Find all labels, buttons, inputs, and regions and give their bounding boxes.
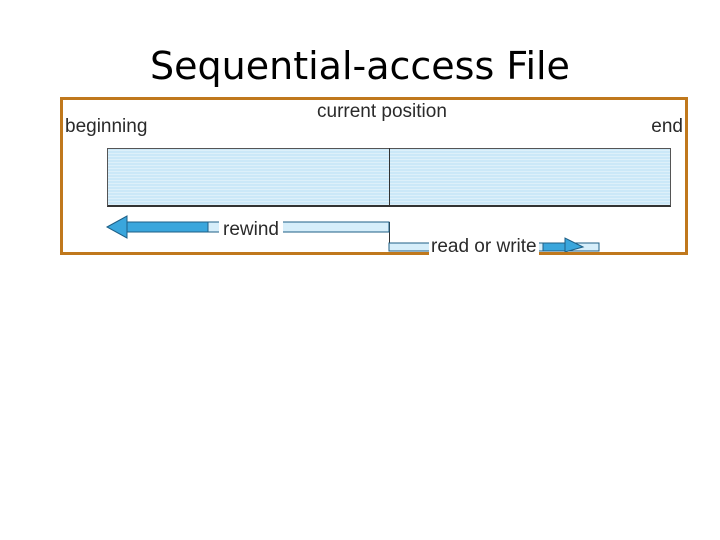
read-or-write-label: read or write	[429, 236, 539, 258]
beginning-label: beginning	[65, 116, 148, 137]
sequential-access-diagram: current position beginning end rewind re…	[60, 97, 688, 258]
rewind-label: rewind	[219, 219, 283, 241]
end-label: end	[651, 116, 683, 137]
position-connector	[389, 222, 390, 249]
current-position-marker	[389, 148, 390, 207]
direction-arrows	[105, 215, 600, 252]
slide-title: Sequential-access File	[150, 44, 570, 88]
current-position-label: current position	[317, 101, 447, 122]
